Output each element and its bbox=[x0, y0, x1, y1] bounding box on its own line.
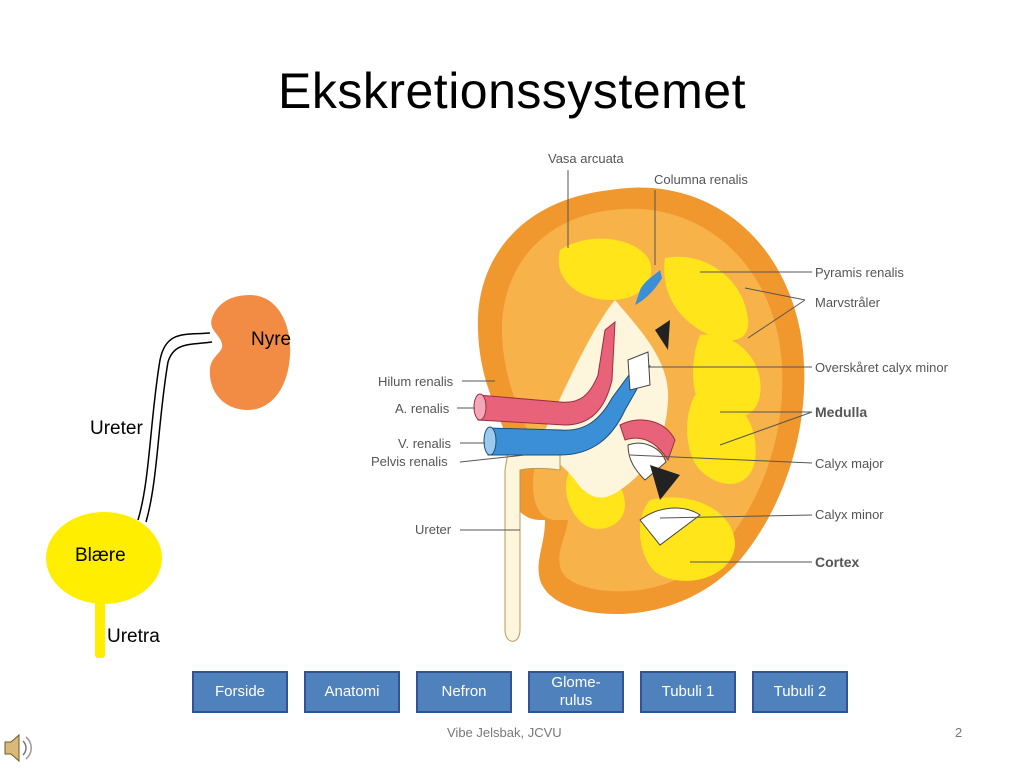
label-hilum-renalis: Hilum renalis bbox=[378, 374, 454, 389]
label-marvstraaler: Marvstråler bbox=[815, 295, 881, 310]
nav-tubuli1-button[interactable]: Tubuli 1 bbox=[640, 671, 736, 713]
nav-glomerulus-line1: Glome- bbox=[551, 674, 601, 691]
slide-footer: Vibe Jelsbak, JCVU bbox=[447, 725, 562, 740]
renal-artery bbox=[477, 320, 616, 426]
slide-title: Ekskretionssystemet bbox=[278, 63, 746, 119]
label-ureter: Ureter bbox=[90, 418, 143, 439]
label-medulla: Medulla bbox=[815, 404, 867, 420]
nav-glomerulus-button[interactable]: Glome- rulus bbox=[528, 671, 624, 713]
artery-end bbox=[473, 393, 487, 421]
kidney-shape bbox=[209, 295, 291, 410]
label-vasa-arcuata: Vasa arcuata bbox=[548, 151, 624, 166]
ureter-line-outer bbox=[137, 332, 211, 521]
urethra-shape bbox=[95, 600, 105, 658]
nav-anatomi-button[interactable]: Anatomi bbox=[304, 671, 400, 713]
label-pyramis-renalis: Pyramis renalis bbox=[815, 265, 904, 280]
nav-forside-button[interactable]: Forside bbox=[192, 671, 288, 713]
label-v-renalis: V. renalis bbox=[398, 436, 451, 451]
label-calyx-major: Calyx major bbox=[815, 456, 884, 471]
ureter-line-inner bbox=[145, 341, 213, 523]
pyramid-2 bbox=[664, 256, 749, 341]
label-calyx-minor: Calyx minor bbox=[815, 507, 884, 522]
vein-end bbox=[483, 426, 497, 456]
label-a-renalis: A. renalis bbox=[395, 401, 450, 416]
vein-branch bbox=[635, 270, 662, 305]
artery-branch bbox=[619, 419, 676, 462]
speaker-icon[interactable] bbox=[2, 730, 36, 766]
label-pelvis-renalis: Pelvis renalis bbox=[371, 454, 448, 469]
bladder-shape bbox=[46, 512, 162, 604]
kidney-anatomy: Vasa arcuata Columna renalis Pyramis ren… bbox=[371, 151, 949, 642]
pyramid-4 bbox=[687, 394, 756, 484]
page-number: 2 bbox=[955, 725, 963, 740]
nav-tubuli2-button[interactable]: Tubuli 2 bbox=[752, 671, 848, 713]
label-ureter-anatomy: Ureter bbox=[415, 522, 452, 537]
pyramid-1 bbox=[558, 238, 652, 300]
nav-nefron-button[interactable]: Nefron bbox=[416, 671, 512, 713]
dark-accent-1 bbox=[650, 465, 680, 500]
nav-glomerulus-line2: rulus bbox=[559, 692, 593, 709]
label-columna-renalis: Columna renalis bbox=[654, 172, 748, 187]
leader-lines bbox=[457, 170, 813, 563]
label-nyre: Nyre bbox=[251, 329, 292, 350]
dark-accent-2 bbox=[655, 320, 670, 350]
label-blaere: Blære bbox=[75, 545, 126, 566]
label-cortex: Cortex bbox=[815, 554, 860, 570]
label-uretra: Uretra bbox=[107, 626, 160, 647]
urinary-schema bbox=[46, 295, 291, 658]
label-overskaaret-calyx-minor: Overskåret calyx minor bbox=[815, 360, 949, 375]
calyx-minor-cut bbox=[627, 351, 651, 391]
